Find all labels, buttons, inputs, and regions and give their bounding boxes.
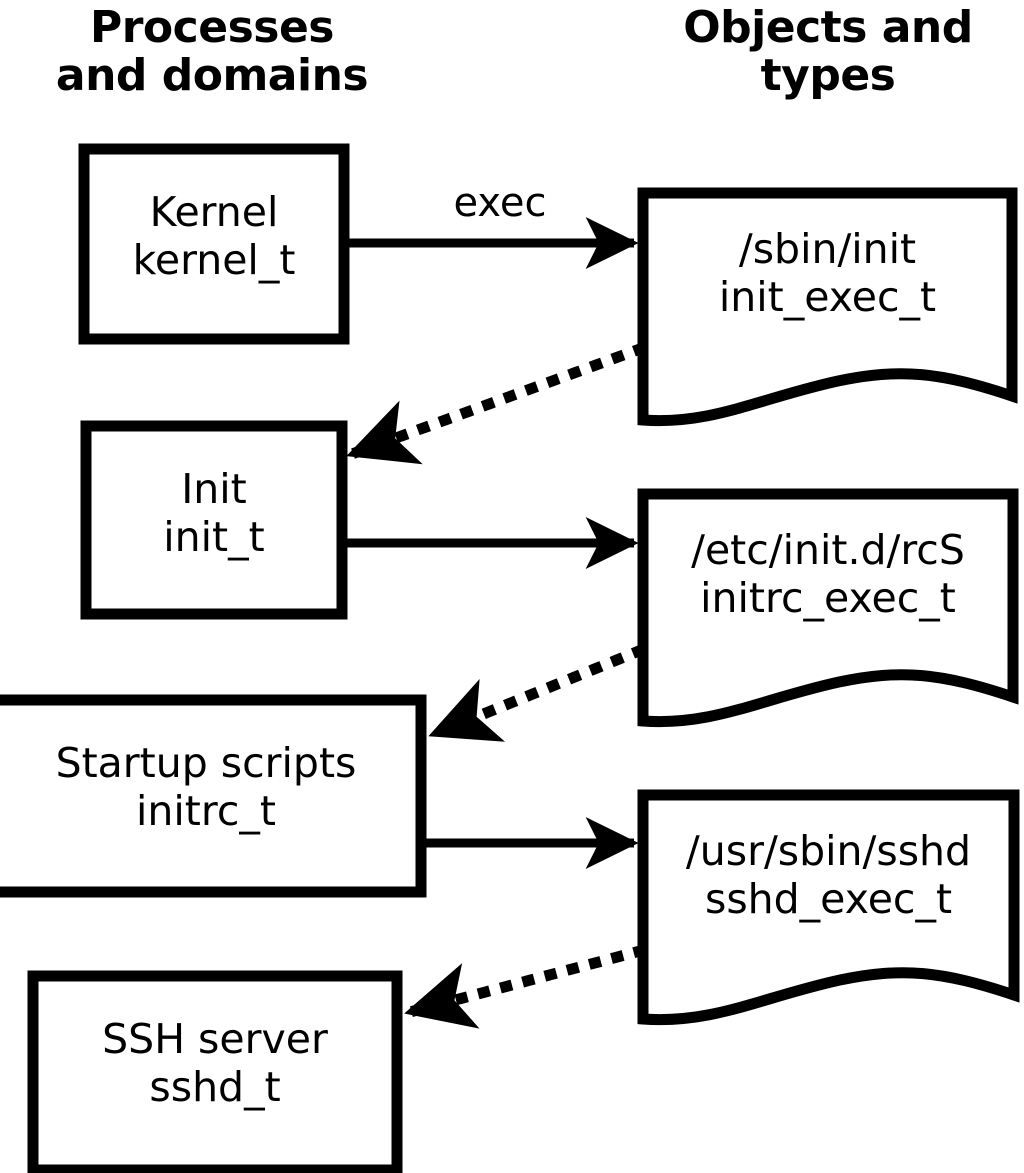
edge-init-exec-transition — [344, 341, 648, 465]
edge-initrc-exec-transition — [426, 643, 647, 742]
column-header-objects-and-types: Objects and types — [683, 2, 973, 101]
process-box-kernel — [78, 143, 350, 345]
process-box-sshd — [27, 970, 403, 1173]
column-header-processes-and-domains: Processes and domains — [55, 2, 369, 101]
process-box-initrc — [0, 694, 427, 898]
object-doc-sshd-exec — [637, 789, 1020, 1026]
process-box-init — [80, 420, 348, 620]
object-doc-init-exec — [637, 187, 1018, 427]
edge-sshd-exec-transition — [403, 944, 647, 1029]
edge-label-exec: exec — [453, 180, 547, 226]
object-doc-initrc-exec — [637, 488, 1019, 728]
